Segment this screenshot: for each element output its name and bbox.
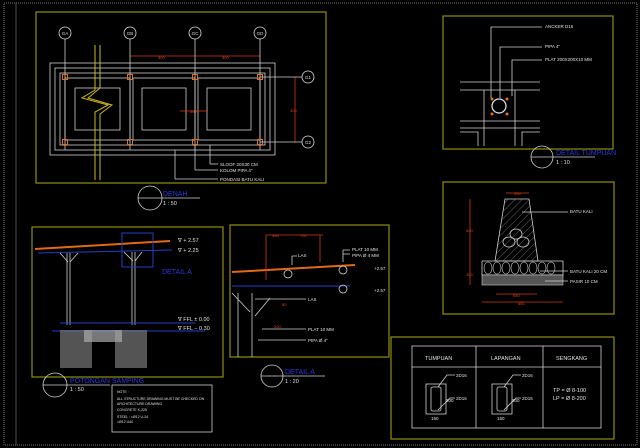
denah-title: DENAH	[163, 191, 188, 198]
svg-text:PLAT 10 MM: PLAT 10 MM	[352, 247, 378, 252]
svg-text:PIPA Ø 4 MM: PIPA Ø 4 MM	[352, 253, 379, 258]
column-marker	[62, 139, 68, 145]
svg-text:PASIR 10 CM: PASIR 10 CM	[570, 279, 598, 284]
svg-text:LAPANGAN: LAPANGAN	[491, 356, 521, 362]
stone	[528, 261, 538, 275]
svg-text:300: 300	[446, 398, 454, 403]
svg-text:700: 700	[300, 233, 307, 238]
stone	[483, 261, 493, 275]
stone	[510, 261, 520, 275]
svg-text:KOLOM PIPA 4": KOLOM PIPA 4"	[220, 168, 253, 173]
grid-label: GD	[257, 31, 265, 36]
svg-text:80: 80	[282, 302, 287, 307]
svg-text:+2.57: +2.57	[374, 288, 386, 293]
grid-bubble	[301, 135, 315, 149]
svg-text:DETAIL A: DETAIL A	[285, 369, 315, 376]
svg-text:BATU KALI 20 CM: BATU KALI 20 CM	[570, 269, 607, 274]
svg-text:NOTE :: NOTE :	[117, 390, 129, 394]
svg-text:200: 200	[274, 324, 281, 329]
svg-text:ALL STRUCTURE DRAWING MUST BE: ALL STRUCTURE DRAWING MUST BE CHECKED ON	[117, 397, 205, 401]
svg-text:ARCHITECTURE DRAWING: ARCHITECTURE DRAWING	[117, 402, 162, 406]
svg-text:ANCKER D16: ANCKER D16	[545, 24, 574, 29]
svg-text:2D16: 2D16	[522, 373, 533, 378]
pondasi-section: 250 600 300 550 650 BATU KALI BATU KALI …	[442, 181, 615, 315]
svg-text:PIPA 4": PIPA 4"	[545, 44, 560, 49]
svg-text:300: 300	[466, 272, 473, 277]
svg-text:150: 150	[431, 416, 439, 421]
denah-plan: 300 300 300 300 SLOOF 20X30 CM KOLOM PIPA …	[35, 11, 327, 211]
svg-text:LAS: LAS	[298, 253, 307, 258]
svg-text:300: 300	[272, 233, 279, 238]
svg-text:300: 300	[512, 398, 520, 403]
svg-text:300: 300	[158, 55, 165, 60]
svg-text:PIPA Ø 4": PIPA Ø 4"	[308, 338, 328, 343]
sheet-border	[3, 2, 638, 446]
svg-text:600: 600	[466, 228, 473, 233]
stone	[519, 261, 529, 275]
svg-text:DETAIL A: DETAIL A	[162, 269, 192, 276]
grid-label: GA	[62, 31, 69, 36]
stone	[546, 261, 556, 275]
svg-text:∇ + 2.57: ∇ + 2.57	[177, 237, 199, 244]
svg-text:250: 250	[514, 191, 521, 196]
detail-tumpuan: ANCKER D16 PIPA 4" PLAT 200X200X10 MM DE…	[442, 15, 616, 169]
svg-text:+2.57: +2.57	[374, 266, 386, 271]
svg-text:2D16: 2D16	[456, 396, 467, 401]
stone	[537, 261, 547, 275]
svg-text:550: 550	[513, 293, 520, 298]
column-marker	[127, 139, 133, 145]
svg-text:1 : 10: 1 : 10	[556, 160, 570, 166]
svg-text:2D16: 2D16	[522, 396, 533, 401]
svg-text:POTONGAN SAMPING: POTONGAN SAMPING	[70, 378, 144, 385]
reinforcement-table: TUMPUAN LAPANGAN SENGKANG 2D16 2D16 300 …	[390, 336, 615, 440]
svg-text:PONDASI BATU KALI: PONDASI BATU KALI	[220, 177, 264, 182]
svg-text:300: 300	[290, 108, 297, 113]
svg-text:300: 300	[190, 109, 197, 114]
grid-bubble	[188, 26, 202, 40]
svg-text:650: 650	[518, 301, 525, 306]
svg-text:BATU KALI: BATU KALI	[570, 209, 593, 214]
column-marker	[127, 74, 133, 80]
column-marker	[192, 74, 198, 80]
svg-text:TUMPUAN: TUMPUAN	[425, 356, 452, 362]
svg-text:1 : 20: 1 : 20	[285, 379, 299, 385]
svg-text:TP = Ø 8-100: TP = Ø 8-100	[553, 388, 586, 394]
grid-bubble	[58, 26, 72, 40]
svg-text:CONCRETE K-225: CONCRETE K-225	[117, 408, 147, 412]
svg-text:300: 300	[222, 55, 229, 60]
svg-text:DETAIL TUMPUAN: DETAIL TUMPUAN	[556, 150, 616, 157]
potongan-samping: DETAIL A ∇ + 2.57 ∇ + 2.25 ∇ FFL ± 0.00 …	[31, 226, 224, 398]
svg-text:150: 150	[497, 416, 505, 421]
svg-text:SENGKANG: SENGKANG	[556, 356, 587, 362]
svg-text:>Ø12 U40: >Ø12 U40	[117, 420, 133, 424]
svg-text:LAS: LAS	[308, 297, 317, 302]
detail-a: 300 700 80 200 LAS PLAT 10 MM PIPA Ø 4 M…	[229, 224, 390, 388]
general-notes: NOTE : ALL STRUCTURE DRAWING MUST BE CHE…	[111, 384, 213, 433]
grid-label: G2	[305, 140, 312, 145]
svg-text:∇ FFL − 0.30: ∇ FFL − 0.30	[177, 325, 210, 332]
svg-text:∇ FFL ± 0.00: ∇ FFL ± 0.00	[177, 316, 210, 323]
grid-label: GC	[192, 31, 200, 36]
svg-text:1 : 50: 1 : 50	[70, 387, 84, 393]
grid-label: G1	[305, 75, 312, 80]
svg-text:SLOOF 20X30 CM: SLOOF 20X30 CM	[220, 162, 258, 167]
grid-bubble	[253, 26, 267, 40]
svg-text:∇ + 2.25: ∇ + 2.25	[177, 247, 199, 254]
grid-bubble	[123, 26, 137, 40]
grid-label: GB	[127, 31, 134, 36]
svg-text:PLAT 10 MM: PLAT 10 MM	[308, 327, 334, 332]
svg-text:PLAT 200X200X10 MM: PLAT 200X200X10 MM	[545, 57, 592, 62]
svg-text:1 : 50: 1 : 50	[163, 201, 177, 207]
stone	[501, 261, 511, 275]
column-marker	[62, 74, 68, 80]
svg-text:LP = Ø 8-200: LP = Ø 8-200	[553, 396, 586, 402]
column-marker	[192, 139, 198, 145]
svg-text:STEEL : <Ø12 U-24: STEEL : <Ø12 U-24	[117, 415, 148, 419]
grid-bubble	[301, 70, 315, 84]
stone	[492, 261, 502, 275]
svg-text:2D16: 2D16	[456, 373, 467, 378]
